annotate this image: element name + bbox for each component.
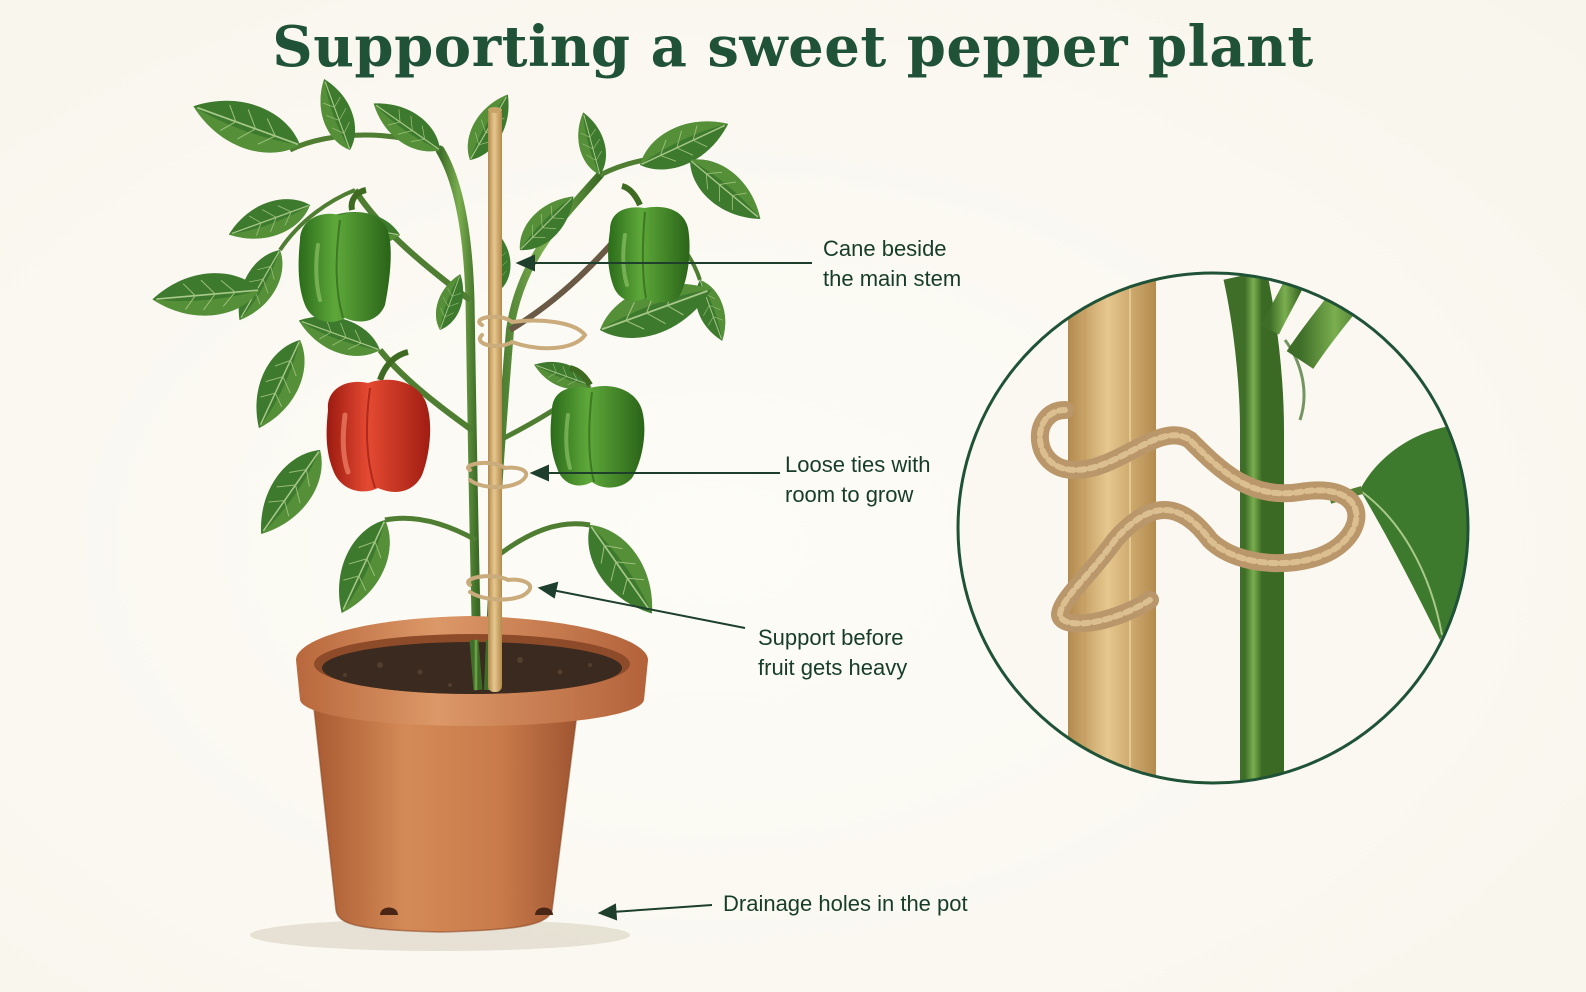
callout-ties: Loose ties with room to grow (785, 450, 931, 510)
twine-ties (466, 314, 588, 602)
callout-ties-line2: room to grow (785, 482, 914, 507)
callout-ties-line1: Loose ties with (785, 452, 931, 477)
callout-cane: Cane beside the main stem (823, 234, 961, 294)
callout-cane-line2: the main stem (823, 266, 962, 291)
page-title: Supporting a sweet pepper plant (272, 14, 1314, 80)
pot-shadow (250, 919, 630, 951)
drainage-hole-right (535, 907, 553, 915)
callout-drainage: Drainage holes in the pot (723, 889, 968, 919)
leader-lines (515, 254, 812, 921)
callout-drainage-line1: Drainage holes in the pot (723, 891, 968, 916)
callout-support-line2: fruit gets heavy (758, 655, 908, 680)
green-pepper-upper-left (298, 187, 391, 322)
terracotta-pot (296, 616, 648, 933)
cane-tie-detail-icon (956, 271, 1470, 785)
callout-support-line1: Support before (758, 625, 904, 650)
green-pepper-lower-right (550, 365, 645, 488)
red-pepper (326, 349, 431, 492)
drainage-hole-left (380, 907, 398, 915)
callout-support: Support before fruit gets heavy (758, 623, 907, 683)
callout-cane-line1: Cane beside (823, 236, 947, 261)
green-pepper-upper-right (608, 183, 690, 303)
pepper-leaves (149, 73, 773, 627)
bamboo-cane (488, 107, 502, 692)
